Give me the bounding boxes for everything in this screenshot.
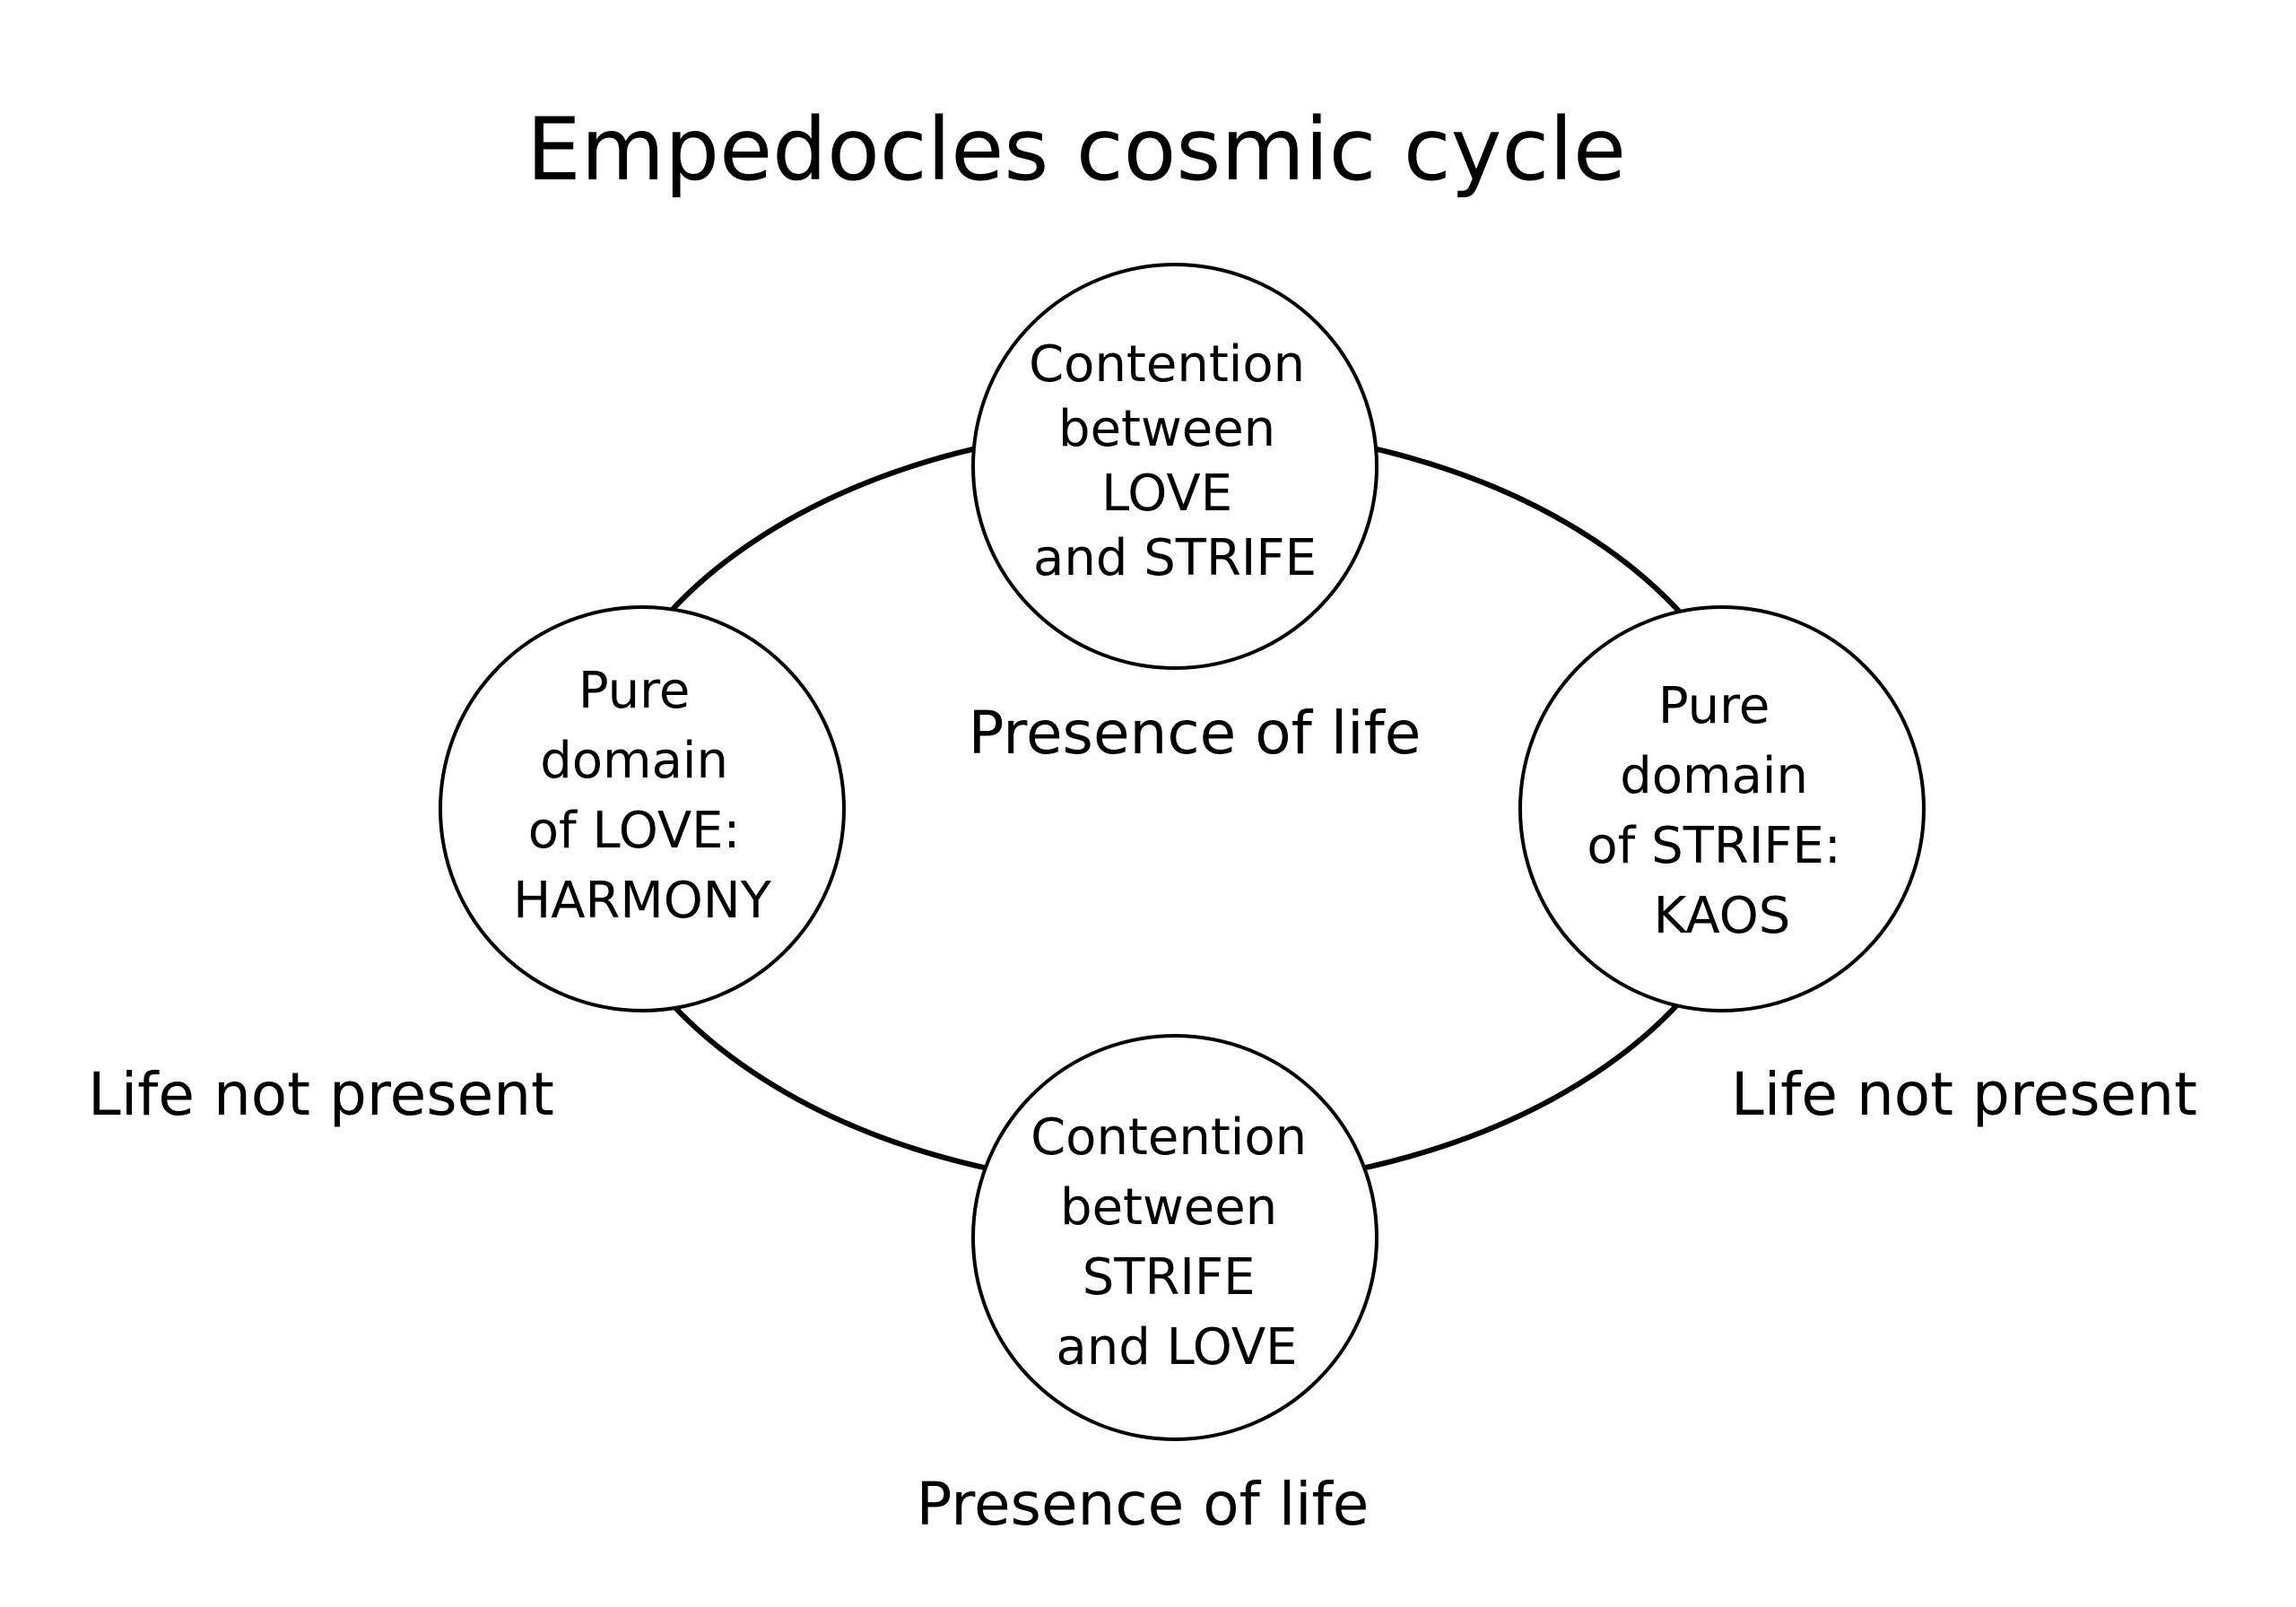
node-left-line-4: HARMONY <box>513 872 772 930</box>
svg-text:Pure domain of LOV: Pure domain of LOVE: HARMONY <box>513 662 772 930</box>
label-presence-lower: Presence of life <box>917 1470 1370 1539</box>
node-bottom-circle <box>971 1034 1378 1441</box>
svg-text:Contention between: Contention between STRIFE and LOVE <box>1031 1108 1323 1377</box>
label-absent-left: Life not present <box>88 1060 554 1129</box>
node-top-line-3: LOVE <box>1101 465 1232 523</box>
node-right-line-4: KAOS <box>1654 887 1791 945</box>
node-right-line-3: of STRIFE: <box>1587 817 1840 875</box>
node-bottom-line-4: and LOVE <box>1056 1318 1297 1377</box>
node-right-line-2: domain <box>1620 747 1808 805</box>
node-left-line-1: Pure <box>578 662 691 720</box>
node-top-circle <box>971 263 1378 670</box>
node-top-line-4: and STRIFE <box>1033 529 1317 587</box>
node-top-line-2: between <box>1058 400 1275 458</box>
node-top: Contention between LOVE and STRIFE <box>971 263 1378 670</box>
node-left-circle <box>439 605 846 1012</box>
node-bottom: Contention between STRIFE and LOVE <box>971 1034 1378 1441</box>
label-absent-right: Life not present <box>1731 1060 2197 1129</box>
node-left: Pure domain of LOVE: HARMONY <box>439 605 846 1012</box>
node-right-line-1: Pure <box>1658 677 1770 735</box>
node-right: Pure domain of STRIFE: KAOS <box>1518 605 1926 1012</box>
node-bottom-line-3: STRIFE <box>1083 1248 1256 1307</box>
svg-text:Contention between: Contention between LOVE and STRIFE <box>1029 335 1321 587</box>
diagram-title: Empedocles cosmic cycle <box>526 100 1626 200</box>
node-top-line-1: Contention <box>1029 335 1305 394</box>
node-left-line-2: domain <box>540 732 728 790</box>
node-bottom-line-2: between <box>1060 1178 1277 1237</box>
label-presence-upper: Presence of life <box>969 699 1422 768</box>
svg-text:Pure domain of STR: Pure domain of STRIFE: KAOS <box>1587 677 1857 945</box>
node-left-line-3: of LOVE: <box>528 802 741 860</box>
node-bottom-line-1: Contention <box>1031 1108 1307 1167</box>
node-right-circle <box>1518 605 1926 1012</box>
